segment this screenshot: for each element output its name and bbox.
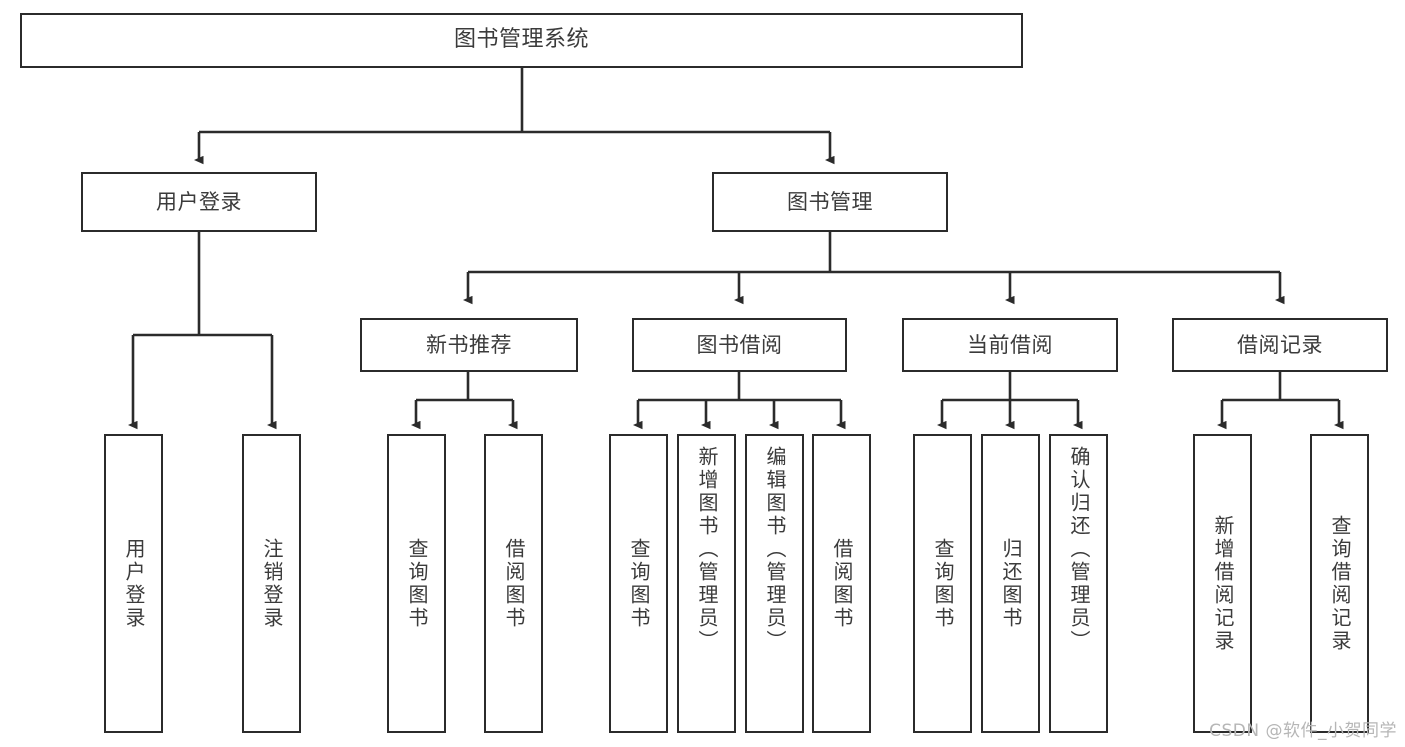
node-book-borrow[interactable]: 图书借阅	[632, 318, 847, 372]
leaf-return-book[interactable]: 归还图书	[981, 434, 1040, 733]
node-current-borrow[interactable]: 当前借阅	[902, 318, 1118, 372]
leaf-query-book-recommend[interactable]: 查询图书	[387, 434, 446, 733]
node-label: 当前借阅	[967, 332, 1053, 357]
node-user-login[interactable]: 用户登录	[81, 172, 317, 232]
leaf-logout-login[interactable]: 注销登录	[242, 434, 301, 733]
csdn-watermark: CSDN @软件_小贺同学	[1209, 721, 1397, 741]
leaf-borrow-book-borrow[interactable]: 借阅图书	[812, 434, 871, 733]
node-borrow-record[interactable]: 借阅记录	[1172, 318, 1388, 372]
node-label: 编辑图书（管理员）	[763, 446, 787, 653]
node-label: 用户登录	[122, 537, 146, 630]
node-label: 用户登录	[156, 189, 242, 214]
node-label: 新增图书（管理员）	[695, 446, 719, 653]
leaf-query-book-borrow[interactable]: 查询图书	[609, 434, 668, 733]
leaf-query-book-current[interactable]: 查询图书	[913, 434, 972, 733]
leaf-borrow-book-recommend[interactable]: 借阅图书	[484, 434, 543, 733]
leaf-edit-book-admin[interactable]: 编辑图书（管理员）	[745, 434, 804, 733]
node-label: 注销登录	[260, 537, 284, 630]
node-label: 图书管理系统	[453, 27, 589, 53]
leaf-query-borrow-record[interactable]: 查询借阅记录	[1310, 434, 1369, 733]
node-label: 归还图书	[999, 537, 1023, 630]
node-book-management[interactable]: 图书管理	[712, 172, 948, 232]
node-label: 借阅图书	[502, 537, 526, 630]
node-label: 查询图书	[931, 537, 955, 630]
node-new-book-recommend[interactable]: 新书推荐	[360, 318, 578, 372]
node-label: 确认归还（管理员）	[1067, 446, 1091, 653]
leaf-confirm-return-admin[interactable]: 确认归还（管理员）	[1049, 434, 1108, 733]
node-label: 借阅记录	[1237, 332, 1323, 357]
node-label: 查询图书	[627, 537, 651, 630]
node-label: 借阅图书	[830, 537, 854, 630]
leaf-add-borrow-record[interactable]: 新增借阅记录	[1193, 434, 1252, 733]
node-label: 图书管理	[787, 189, 873, 214]
node-label: 查询借阅记录	[1328, 514, 1352, 653]
node-label: 图书借阅	[696, 332, 783, 357]
leaf-user-login[interactable]: 用户登录	[104, 434, 163, 733]
node-label: 新增借阅记录	[1211, 514, 1235, 653]
node-book-management-system[interactable]: 图书管理系统	[20, 13, 1023, 68]
leaf-add-book-admin[interactable]: 新增图书（管理员）	[677, 434, 736, 733]
node-label: 新书推荐	[426, 332, 512, 357]
node-label: 查询图书	[405, 537, 429, 630]
